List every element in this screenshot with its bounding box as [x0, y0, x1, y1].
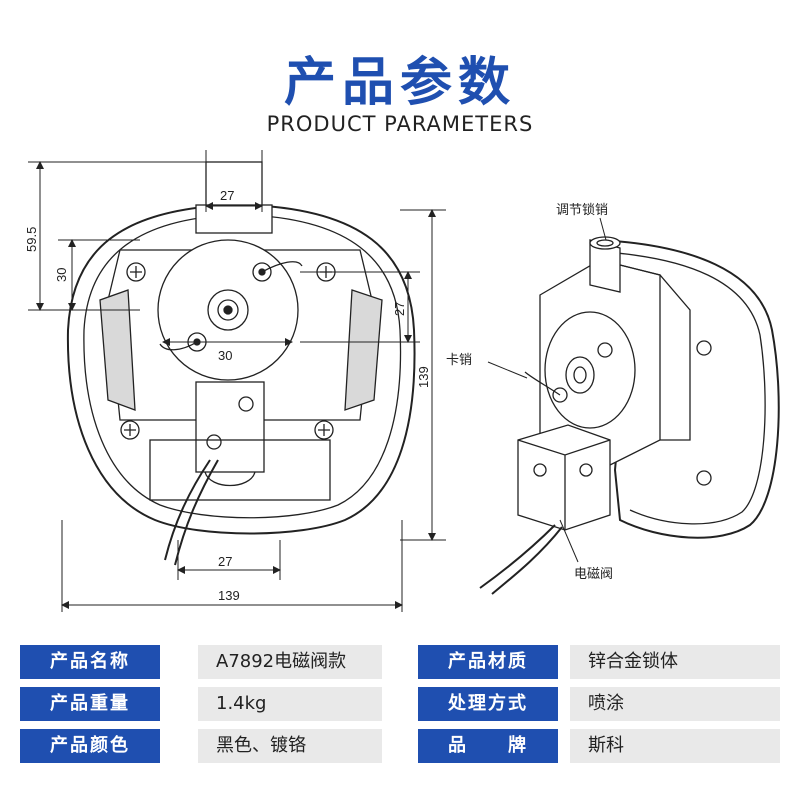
perspective-view — [479, 236, 780, 595]
param-label: 产品重量 — [20, 687, 160, 721]
param-row: 产品材质 锌合金锁体 — [418, 645, 780, 679]
param-row: 产品重量 1.4kg — [20, 687, 382, 721]
param-row: 产品名称 A7892电磁阀款 — [20, 645, 382, 679]
param-label: 处理方式 — [418, 687, 558, 721]
page-subtitle: PRODUCT PARAMETERS — [266, 112, 534, 136]
dim-right-height: 139 — [416, 366, 431, 388]
param-row: 产品颜色 黑色、镀铬 — [20, 729, 382, 763]
param-value: 1.4kg — [198, 687, 382, 721]
param-value: A7892电磁阀款 — [198, 645, 382, 679]
technical-drawing: 27 59.5 30 27 30 139 27 139 — [24, 150, 780, 612]
param-label: 产品名称 — [20, 645, 160, 679]
dimension-lines — [28, 150, 446, 612]
param-value: 喷涂 — [570, 687, 780, 721]
param-value: 黑色、镀铬 — [198, 729, 382, 763]
front-view — [66, 161, 416, 566]
param-label: 产品材质 — [418, 645, 558, 679]
param-row: 品 牌 斯科 — [418, 729, 780, 763]
solenoid-box — [195, 381, 265, 473]
dim-top-width: 27 — [220, 188, 234, 203]
param-label: 品 牌 — [418, 729, 558, 763]
param-value: 锌合金锁体 — [570, 645, 780, 679]
dim-right-inner: 27 — [392, 302, 407, 316]
param-value: 斯科 — [570, 729, 780, 763]
dim-left-inner: 30 — [54, 268, 69, 282]
dim-center-width: 30 — [218, 348, 232, 363]
dim-bottom-width: 139 — [218, 588, 240, 603]
dim-left-height: 59.5 — [24, 227, 39, 252]
page-title: 产品参数 — [283, 53, 516, 113]
perspective-solenoid-box — [517, 424, 611, 531]
callout-latch-pin: 卡销 — [446, 353, 472, 368]
callout-solenoid-valve: 电磁阀 — [574, 567, 613, 582]
dim-bottom-inner: 27 — [218, 554, 232, 569]
callout-leaders — [487, 217, 607, 563]
param-label: 产品颜色 — [20, 729, 160, 763]
callout-adjust-pin: 调节锁销 — [556, 202, 608, 218]
lock-body-inner-outline — [83, 214, 402, 519]
param-row: 处理方式 喷涂 — [418, 687, 780, 721]
top-bracket — [195, 204, 273, 234]
